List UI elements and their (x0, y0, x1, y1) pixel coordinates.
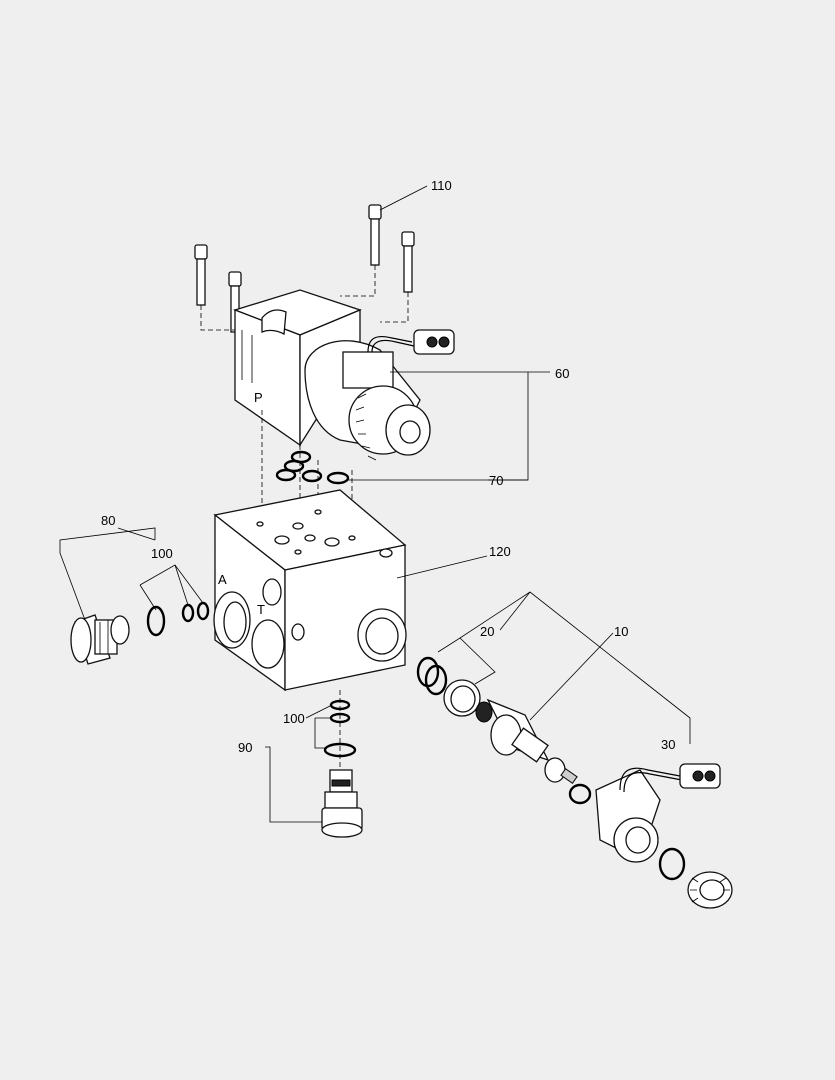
callout-100-lower: 100 (283, 711, 305, 726)
screw-set-110 (194, 204, 415, 333)
port-mark-t: T (257, 602, 265, 617)
screw (401, 231, 415, 293)
callout-labels: 110 60 70 80 100 120 20 10 100 90 30 (101, 178, 675, 755)
port-mark-a: A (218, 572, 227, 587)
port-mark-p: P (254, 390, 263, 405)
screw (368, 204, 382, 266)
screw (194, 244, 208, 306)
o-ring-set-100-left (146, 601, 210, 637)
callout-80: 80 (101, 513, 115, 528)
solenoid-coil-30 (595, 763, 733, 909)
callout-70: 70 (489, 473, 503, 488)
callout-30: 30 (661, 737, 675, 752)
callout-90: 90 (238, 740, 252, 755)
callout-20: 20 (480, 624, 494, 639)
o-ring (568, 783, 592, 805)
cartridge-valve-80 (70, 614, 130, 665)
callout-120: 120 (489, 544, 511, 559)
callout-60: 60 (555, 366, 569, 381)
valve-cartridge-10 (486, 698, 578, 785)
o-ring-set-70 (261, 410, 353, 540)
callout-10: 10 (614, 624, 628, 639)
cartridge-valve-90 (321, 690, 363, 838)
seal-kit-20 (416, 656, 493, 723)
callout-100-left: 100 (151, 546, 173, 561)
leader-lines (59, 185, 691, 823)
callout-110: 110 (431, 178, 452, 193)
solenoid-valve-60: P (233, 289, 455, 461)
manifold-block-120: A T (213, 489, 407, 692)
